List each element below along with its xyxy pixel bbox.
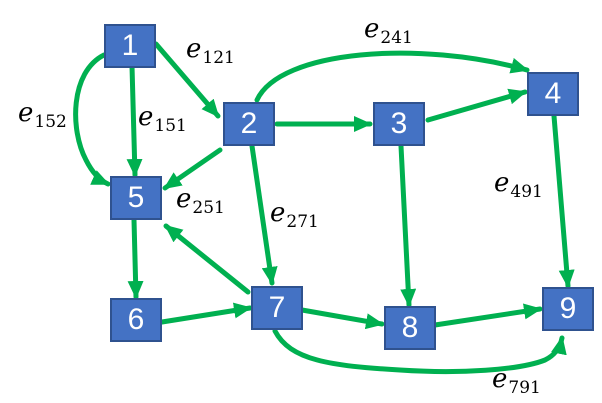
edge-label-e151: e151 (138, 102, 187, 136)
edge-7-5 (163, 223, 251, 295)
edge-7-9 (272, 328, 567, 375)
edge-7-8 (299, 307, 385, 330)
edge-1-5-direct (126, 63, 143, 178)
edge-label-e491: e491 (494, 168, 543, 202)
edge-label-e241: e241 (364, 14, 413, 48)
node-3[interactable]: 3 (373, 102, 425, 146)
edge-label-e791: e791 (492, 364, 541, 398)
edge-label-e121: e121 (186, 34, 235, 68)
edge-4-9 (551, 113, 575, 289)
node-5[interactable]: 5 (110, 176, 162, 220)
edge-label-e271: e271 (270, 198, 319, 232)
node-9[interactable]: 9 (542, 287, 594, 331)
node-7[interactable]: 7 (251, 286, 303, 330)
node-4[interactable]: 4 (527, 72, 579, 116)
node-8[interactable]: 8 (384, 306, 436, 350)
edge-8-9 (432, 303, 543, 328)
node-1[interactable]: 1 (104, 24, 156, 68)
edge-6-7 (159, 302, 253, 325)
edge-1-5-curve (73, 52, 111, 187)
node-6[interactable]: 6 (110, 298, 162, 342)
edge-label-e152: e152 (18, 98, 67, 132)
edge-3-8 (398, 143, 417, 308)
edge-label-e251: e251 (176, 184, 225, 218)
edge-2-7 (249, 143, 278, 286)
edge-2-4 (254, 50, 530, 103)
edge-1-2 (153, 41, 221, 119)
edge-5-6 (127, 217, 144, 300)
node-2[interactable]: 2 (223, 102, 275, 146)
edge-3-4 (425, 88, 528, 123)
edge-2-5 (162, 147, 223, 191)
